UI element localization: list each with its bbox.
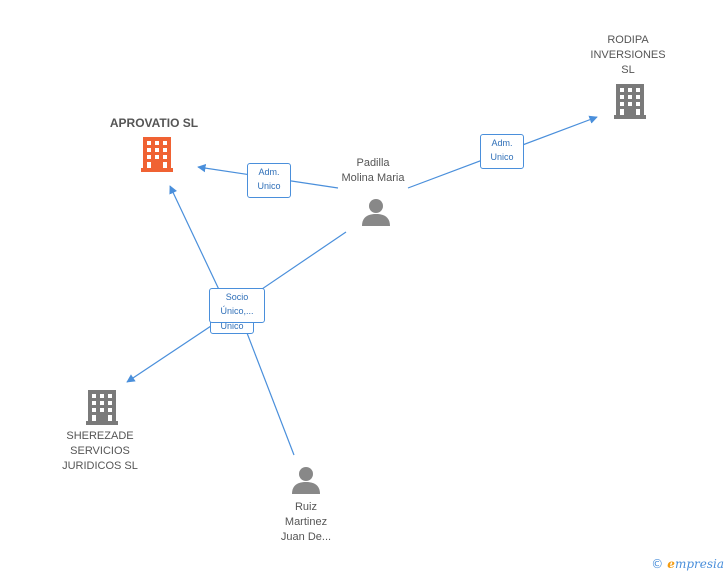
person-icon[interactable] [291, 465, 321, 495]
edge-hub-aprovatio [169, 185, 223, 297]
building-icon[interactable] [141, 137, 173, 172]
edge-label-hub-front[interactable]: Socio Único,... [209, 288, 265, 323]
node-padilla-label[interactable]: Padilla Molina Maria [341, 157, 405, 184]
edge-label-padilla-rodipa[interactable]: Adm. Unico [480, 134, 524, 169]
edge-hub-sherezade [126, 315, 227, 383]
edge-ruiz-hub [241, 319, 295, 456]
brand-name: mpresia [674, 557, 724, 571]
building-icon[interactable] [86, 390, 118, 425]
building-icon[interactable] [614, 84, 646, 119]
node-aprovatio-label[interactable]: APROVATIO SL [109, 116, 199, 130]
edge-label-padilla-aprovatio[interactable]: Adm. Unico [247, 163, 291, 198]
brand-initial: e [667, 557, 675, 571]
node-ruiz-label[interactable]: Ruiz Martinez Juan De... [280, 501, 332, 543]
person-icon[interactable] [361, 197, 391, 227]
empresia-brand[interactable]: ©empresia [651, 557, 724, 571]
node-sherezade-label[interactable]: SHEREZADE SERVICIOS JURIDICOS SL [62, 430, 138, 472]
copyright-symbol: © [651, 557, 664, 571]
node-rodipa-label[interactable]: RODIPA INVERSIONES SL [590, 34, 666, 76]
